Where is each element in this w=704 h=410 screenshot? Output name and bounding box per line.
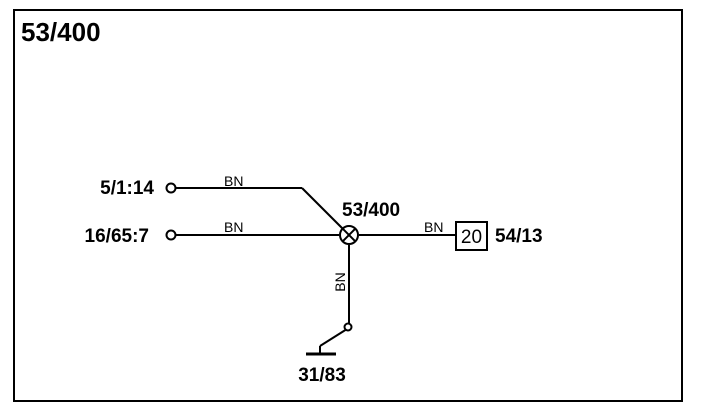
ground-switch-arm <box>319 328 348 347</box>
diagram-title: 53/400 <box>21 17 101 47</box>
wire-color-top: BN <box>224 173 243 189</box>
connector-label-top-left: 5/1:14 <box>100 178 154 199</box>
wire-color-vertical: BN <box>332 272 348 291</box>
component-box <box>455 221 488 251</box>
diagram-frame <box>13 9 683 402</box>
connector-label-right: 54/13 <box>495 226 543 247</box>
splice-label: 53/400 <box>342 200 400 221</box>
wire-color-right: BN <box>424 219 443 235</box>
component-box-label: 20 <box>461 227 482 248</box>
terminal-top-left <box>165 182 177 194</box>
splice-icon <box>339 225 359 245</box>
wire-top-diagonal <box>301 187 350 236</box>
wire-color-mid-left: BN <box>224 219 243 235</box>
terminal-mid-left <box>165 229 177 241</box>
ground-label: 31/83 <box>298 365 346 386</box>
connector-label-mid-left: 16/65:7 <box>85 226 149 247</box>
terminal-switch <box>343 322 353 332</box>
